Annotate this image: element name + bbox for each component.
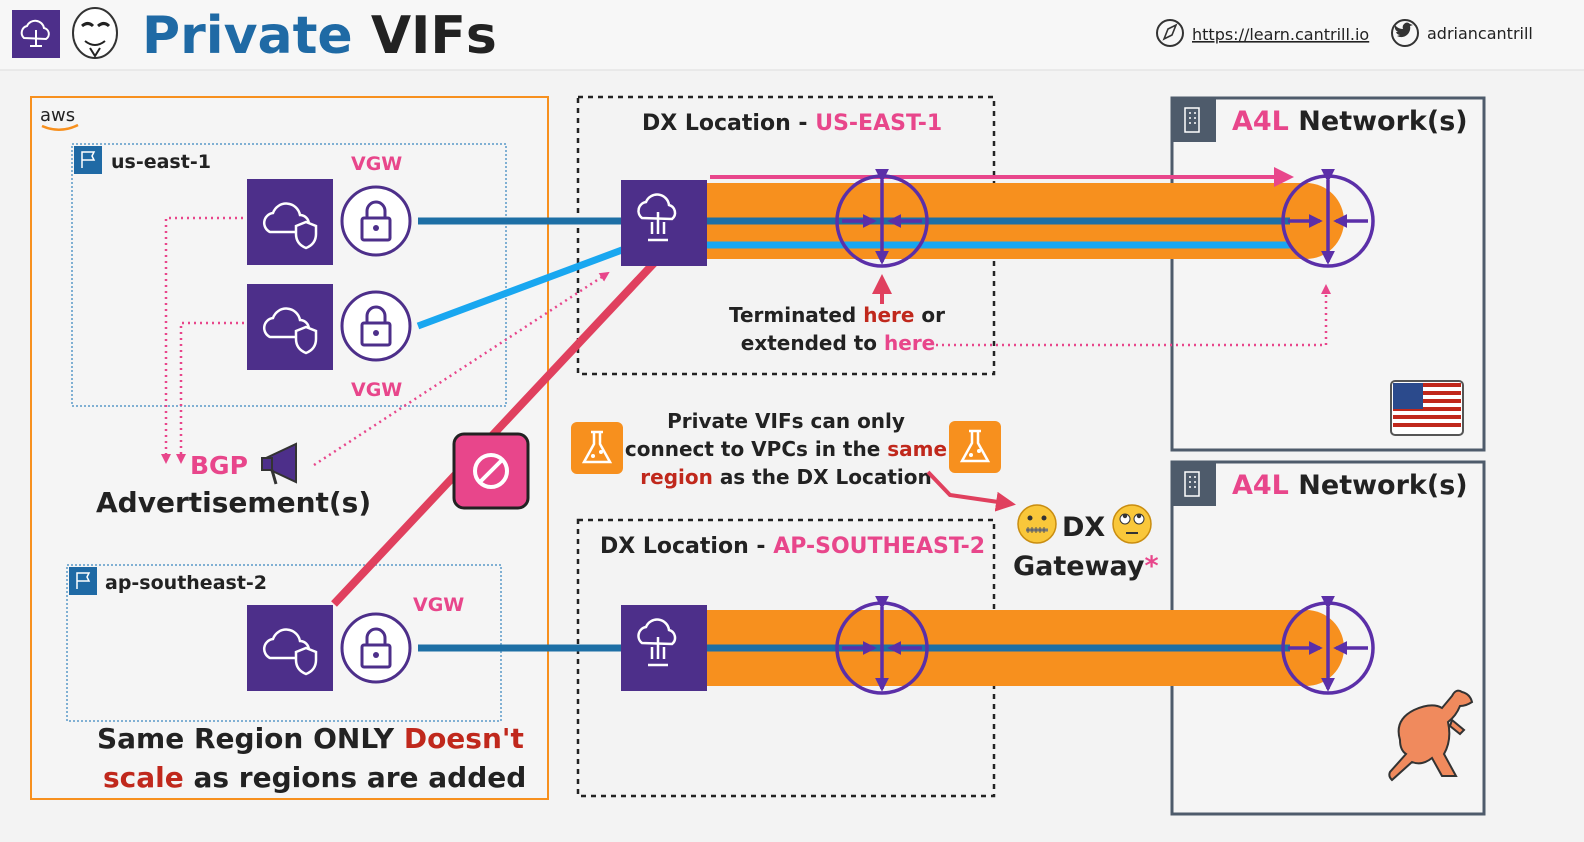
- termination-note-line2: extended to here: [741, 331, 936, 355]
- region-ap-southeast-2: [66, 564, 502, 722]
- scale-note-line2: scale as regions are added: [103, 761, 526, 794]
- router-icon: [1281, 595, 1375, 695]
- zipper-mouth-emoji-icon: [1017, 504, 1057, 544]
- twitter-handle[interactable]: adriancantrill: [1427, 24, 1533, 43]
- restriction-note-line1: Private VIFs can only: [667, 409, 905, 433]
- flask-icon: [571, 422, 623, 474]
- header-bar: [0, 0, 1584, 70]
- scale-note-line1: Same Region ONLY Doesn't: [97, 722, 524, 755]
- region-label-ap-southeast-2: ap-southeast-2: [105, 572, 267, 594]
- region-flag-icon: [74, 146, 102, 174]
- building-icon: [1172, 98, 1216, 142]
- flask-icon: [949, 421, 1001, 473]
- aws-logo-icon: aws: [40, 105, 79, 131]
- bgp-advertisement-lines: [161, 216, 1331, 467]
- dx-gateway-label-line1: DX: [1062, 512, 1105, 543]
- vpc-icon: [247, 179, 333, 265]
- vgw-label: VGW: [413, 594, 464, 616]
- dx-location-title-2: DX Location - AP-SOUTHEAST-2: [600, 534, 985, 559]
- vgw-label: VGW: [351, 153, 402, 175]
- dx-gateway-label-line2: Gateway*: [1013, 551, 1159, 582]
- vgw-lock-icon: [340, 290, 412, 362]
- dx-gateway-arrow: [926, 470, 1016, 512]
- building-icon: [1172, 462, 1216, 506]
- compass-icon: [1156, 19, 1184, 47]
- network-title-2: A4L Network(s): [1232, 470, 1468, 501]
- vgw-lock-icon: [340, 612, 412, 684]
- router-icon: [835, 168, 929, 268]
- restriction-note-line2: connect to VPCs in the same: [625, 437, 947, 461]
- twitter-icon: [1391, 19, 1419, 47]
- eye-roll-emoji-icon: [1112, 504, 1152, 544]
- blocked-icon: [452, 432, 530, 510]
- dx-router-icon: [621, 605, 707, 691]
- page-title: Private VIFs: [142, 6, 497, 66]
- dx-router-icon: [621, 180, 707, 266]
- dx-location-title-1: DX Location - US-EAST-1: [642, 111, 942, 136]
- svg-text:aws: aws: [40, 105, 75, 126]
- cloud-chip-logo-icon: [12, 10, 60, 58]
- vgw-lock-icon: [340, 185, 412, 257]
- region-us-east-1: [71, 143, 507, 407]
- megaphone-icon: [261, 442, 297, 485]
- us-flag-icon: [1390, 380, 1464, 436]
- bgp-label: BGP: [190, 451, 248, 480]
- vpc-icon: [247, 605, 333, 691]
- network-title-1: A4L Network(s): [1232, 106, 1468, 137]
- kangaroo-icon: [1388, 689, 1474, 782]
- region-label-us-east-1: us-east-1: [111, 151, 211, 173]
- region-flag-icon: [69, 567, 97, 595]
- restriction-note-line3: region as the DX Location: [640, 465, 931, 489]
- router-icon: [835, 595, 929, 695]
- mask-avatar-icon: [72, 7, 118, 59]
- website-link[interactable]: https://learn.cantrill.io: [1192, 25, 1369, 44]
- termination-note-line1: Terminated here or: [729, 303, 945, 327]
- vgw-label: VGW: [351, 379, 402, 401]
- vpc-icon: [247, 284, 333, 370]
- router-icon: [1281, 168, 1375, 268]
- advertisement-label: Advertisement(s): [96, 486, 371, 519]
